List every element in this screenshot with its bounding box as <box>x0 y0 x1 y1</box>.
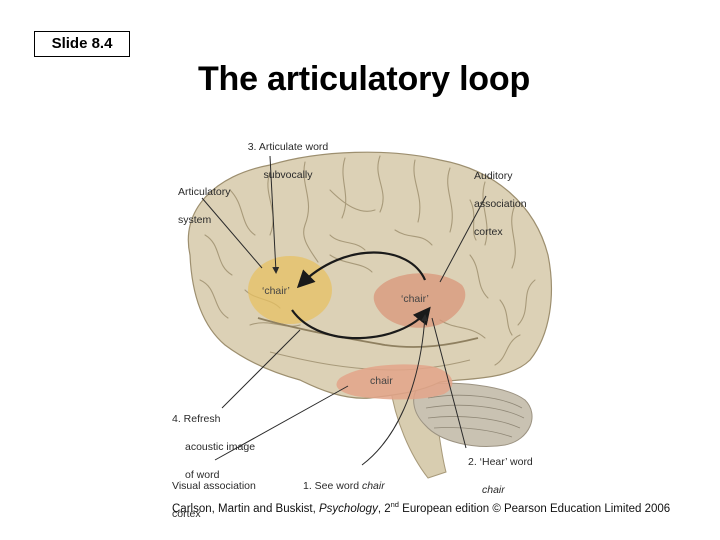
visual-association-region <box>336 364 453 400</box>
slide-number-tag: Slide 8.4 <box>34 31 130 57</box>
loop-arrow-top <box>296 251 427 289</box>
label-visual-association: Visual association cortex <box>172 465 256 535</box>
label-articulatory-line2: system <box>178 214 212 226</box>
credit-edition-prefix: , 2 <box>377 502 391 515</box>
label-refresh-line1: 4. Refresh <box>172 413 221 425</box>
label-visual-line1: Visual association <box>172 480 256 492</box>
label-auditory-line3: cortex <box>474 226 503 238</box>
brain-gyri <box>199 155 536 366</box>
auditory-region-word: ‘chair’ <box>401 293 429 305</box>
label-see-word: 1. See word chair <box>303 465 385 493</box>
loop-arrow-bottom <box>291 306 431 340</box>
label-auditory-line1: Auditory <box>474 170 513 182</box>
label-auditory-cortex: Auditory association cortex <box>474 155 527 253</box>
label-hear-line1: 2. ‘Hear’ word <box>468 456 533 468</box>
label-refresh-line3: of word <box>185 469 220 481</box>
credit-edition-sup: nd <box>390 500 399 509</box>
credit-authors: Carlson, Martin and Buskist, <box>172 502 320 515</box>
articulatory-region-word: ‘chair’ <box>262 285 290 297</box>
label-refresh: 4. Refresh acoustic image of word <box>172 398 255 496</box>
label-see-prefix: 1. See word <box>303 480 362 492</box>
credit-edition-rest: European edition © Pearson Education Lim… <box>398 502 671 515</box>
leader-lines <box>201 155 487 466</box>
cerebellum <box>413 382 533 447</box>
cerebrum <box>187 151 553 399</box>
source-credit: Carlson, Martin and Buskist, Psychology,… <box>172 500 712 515</box>
label-articulate-line2: subvocally <box>263 169 313 181</box>
label-articulate-line1: 3. Articulate word <box>247 141 329 153</box>
label-refresh-line2: acoustic image <box>185 441 256 453</box>
label-articulatory-line1: Articulatory <box>178 186 231 198</box>
auditory-region <box>373 273 466 328</box>
visual-region-word: chair <box>370 375 393 387</box>
label-visual-line2: cortex <box>172 508 201 520</box>
label-hear-word: 2. ‘Hear’ word chair <box>468 441 533 511</box>
label-hear-line2: chair <box>482 484 505 496</box>
label-auditory-line2: association <box>474 198 527 210</box>
lateral-sulcus <box>257 317 479 348</box>
slide-title: The articulatory loop <box>197 60 531 98</box>
label-see-word-italic: chair <box>361 480 385 492</box>
label-articulate-word: 3. Articulate word subvocally <box>232 126 344 196</box>
cerebellum-folds <box>425 394 525 438</box>
credit-book-title: Psychology <box>319 502 378 515</box>
label-articulatory-system: Articulatory system <box>178 171 231 241</box>
